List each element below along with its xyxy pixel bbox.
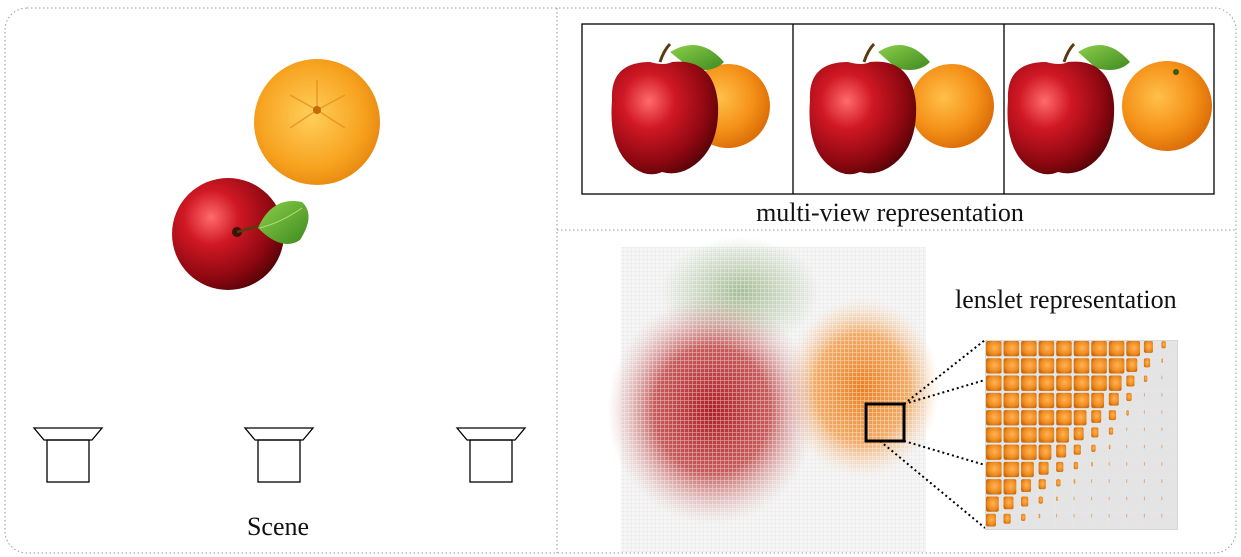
scene-apple [172,178,309,290]
view-3 [1007,42,1212,175]
lenslet-image [607,237,940,552]
zoom-highlight-box [864,402,906,443]
camera-icon [243,427,315,483]
camera-icon [32,427,104,483]
scene-orange [254,59,380,185]
scene-caption: Scene [246,512,310,541]
lenslet-caption: lenslet representation [955,285,1177,314]
camera-icon [455,427,527,483]
zoom-connectors [879,339,986,529]
outer-frame [4,7,1237,554]
lenslet-zoom [985,340,1178,530]
multiview-caption: multi-view representation [756,198,1024,227]
view-1 [611,42,770,175]
view-2 [809,42,994,175]
